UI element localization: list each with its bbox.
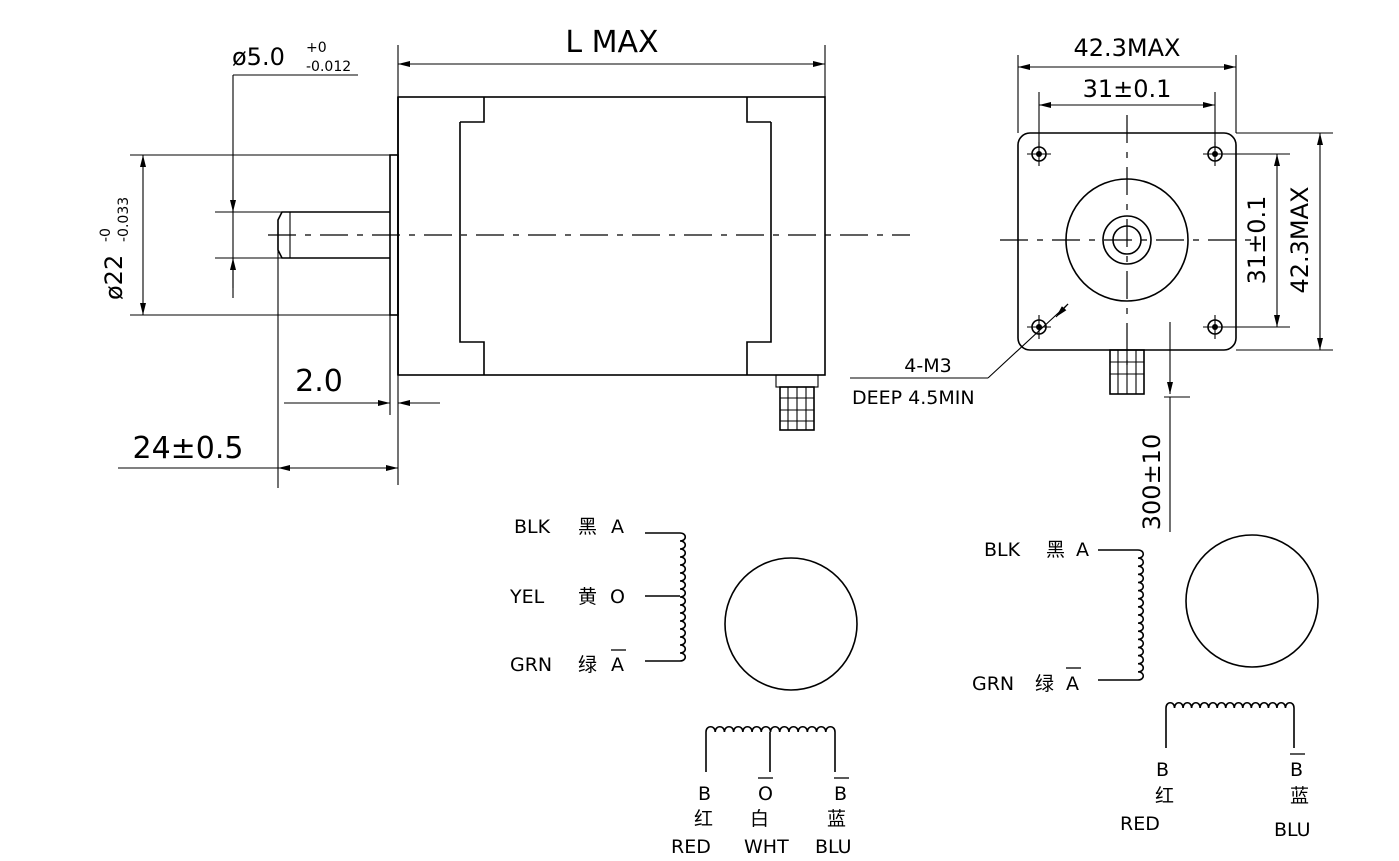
svg-text:B: B bbox=[834, 783, 847, 805]
pilot-depth-label: 2.0 bbox=[295, 364, 343, 399]
side-connector bbox=[775, 374, 819, 431]
hole-spacing-h-label: 31±0.1 bbox=[1083, 75, 1172, 103]
hole-spacing-v-label: 31±0.1 bbox=[1243, 196, 1271, 285]
lead-length-label: 300±10 bbox=[1138, 434, 1166, 530]
svg-text:WHT: WHT bbox=[744, 836, 789, 858]
svg-text:A: A bbox=[611, 516, 624, 538]
side-view: L MAX ø5.0 +0 -0.012 ø22 -0 -0.033 2.0 2… bbox=[98, 25, 910, 488]
svg-text:O: O bbox=[610, 586, 625, 608]
svg-text:BLU: BLU bbox=[815, 836, 852, 858]
svg-text:A: A bbox=[1076, 539, 1089, 561]
wiring-diagram-six-lead: BLK 黑 A YEL 黄 O GRN 绿 A B 红 RED O 白 W bbox=[509, 516, 858, 858]
svg-text:红: 红 bbox=[694, 808, 713, 830]
svg-text:B: B bbox=[1156, 759, 1169, 781]
motor-body bbox=[397, 96, 826, 376]
coil-a-lead-blk: BLK 黑 A bbox=[514, 516, 624, 538]
shaft-tol-upper: +0 bbox=[306, 40, 327, 56]
svg-text:黑: 黑 bbox=[1046, 539, 1065, 561]
svg-text:A: A bbox=[611, 654, 624, 676]
svg-text:B: B bbox=[698, 783, 711, 805]
mount-depth-callout: DEEP 4.5MIN bbox=[852, 387, 975, 409]
coil-b-lead-blu: B 蓝 BLU bbox=[815, 777, 852, 858]
svg-text:BLK: BLK bbox=[514, 516, 551, 538]
coil-b-lead-red: B 红 RED bbox=[1120, 759, 1174, 835]
svg-text:绿: 绿 bbox=[578, 654, 597, 676]
coil-b-lead-blu: B 蓝 BLU bbox=[1274, 753, 1311, 841]
svg-text:白: 白 bbox=[750, 808, 769, 830]
svg-text:BLU: BLU bbox=[1274, 819, 1311, 841]
front-view: 42.3MAX 31±0.1 31±0.1 42.3MAX 4-M3 DEEP … bbox=[850, 34, 1333, 532]
svg-text:RED: RED bbox=[1120, 813, 1160, 835]
wiring-diagram-four-lead: BLK 黑 A GRN 绿 A B 红 RED B 蓝 BLU bbox=[972, 534, 1319, 841]
coil-a-lead-grn: GRN 绿 A bbox=[510, 649, 626, 676]
length-dimension: L MAX bbox=[565, 25, 658, 60]
rotor-circle bbox=[724, 557, 858, 691]
svg-text:GRN: GRN bbox=[510, 654, 552, 676]
coil-a-lead-grn: GRN 绿 A bbox=[972, 667, 1081, 695]
pilot-tol-upper: -0 bbox=[98, 228, 114, 242]
shaft-length-label: 24±0.5 bbox=[132, 431, 243, 466]
svg-text:A: A bbox=[1066, 673, 1079, 695]
svg-text:B: B bbox=[1290, 759, 1303, 781]
svg-text:YEL: YEL bbox=[509, 586, 545, 608]
coil-b-winding bbox=[705, 725, 836, 733]
front-connector bbox=[1109, 349, 1145, 395]
svg-text:绿: 绿 bbox=[1035, 673, 1054, 695]
rotor-circle bbox=[1185, 534, 1319, 668]
shaft-tol-lower: -0.012 bbox=[306, 59, 351, 75]
flange-height-label: 42.3MAX bbox=[1286, 186, 1314, 293]
svg-text:黄: 黄 bbox=[578, 586, 597, 608]
coil-a-winding bbox=[679, 532, 687, 662]
svg-text:红: 红 bbox=[1155, 785, 1174, 807]
pilot-tol-lower: -0.033 bbox=[116, 197, 132, 242]
pilot-diameter-label: ø22 bbox=[100, 255, 128, 300]
coil-b-winding bbox=[1165, 701, 1295, 709]
mount-hole-callout: 4-M3 bbox=[904, 355, 951, 377]
flange-width-label: 42.3MAX bbox=[1073, 34, 1180, 62]
svg-text:BLK: BLK bbox=[984, 539, 1021, 561]
svg-text:黑: 黑 bbox=[578, 516, 597, 538]
svg-text:RED: RED bbox=[671, 836, 711, 858]
svg-text:GRN: GRN bbox=[972, 673, 1014, 695]
coil-b-lead-red: B 红 RED bbox=[671, 783, 713, 858]
svg-text:O: O bbox=[758, 783, 773, 805]
coil-b-lead-wht: O 白 WHT bbox=[744, 777, 789, 858]
stator-outline bbox=[459, 97, 772, 375]
mount-holes bbox=[1027, 142, 1227, 339]
coil-a-winding bbox=[1137, 549, 1145, 681]
svg-text:蓝: 蓝 bbox=[827, 808, 846, 830]
shaft-diameter-label: ø5.0 bbox=[232, 43, 285, 71]
coil-a-lead-yel: YEL 黄 O bbox=[509, 586, 625, 608]
coil-a-lead-blk: BLK 黑 A bbox=[984, 539, 1089, 561]
svg-text:蓝: 蓝 bbox=[1290, 785, 1309, 807]
